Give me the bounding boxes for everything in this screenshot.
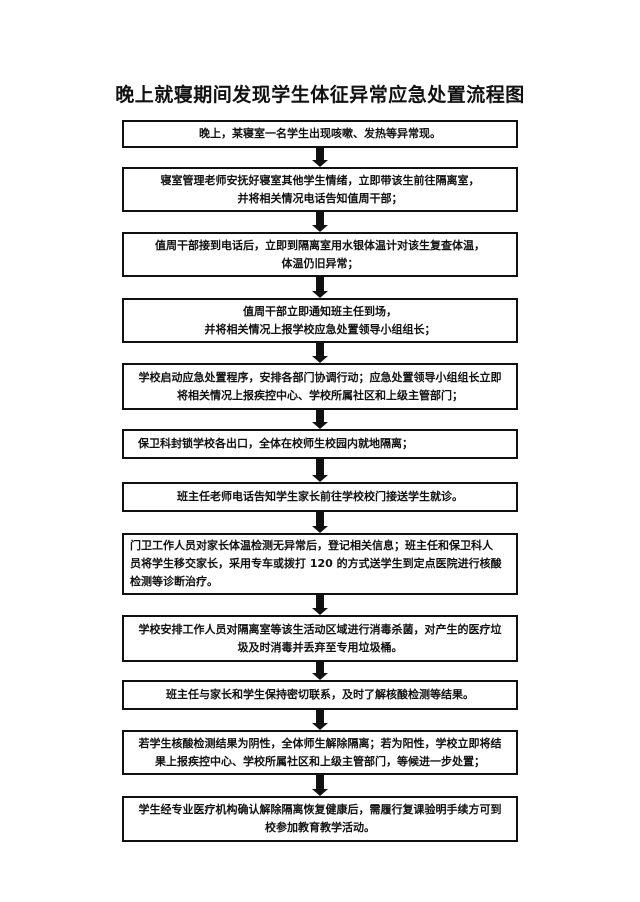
- step-box-7: 班主任老师电话告知学生家长前往学校校门接送学生就诊。: [122, 482, 518, 512]
- step-box-12: 学生经专业医疗机构确认解除隔离恢复健康后，需履行复课验明手续方可到 校参加教育教…: [122, 796, 518, 842]
- step-text-5: 学校启动应急处置程序，安排各部门协调行动；应急处置领导小组组长立即 将相关情况上…: [138, 370, 502, 402]
- flow-arrow-9: [312, 662, 328, 680]
- step-box-5: 学校启动应急处置程序，安排各部门协调行动；应急处置领导小组组长立即 将相关情况上…: [122, 363, 518, 410]
- step-box-8: 门卫工作人员对家长体温检测无异常后，登记相关信息；班主任和保卫科人 员将学生移交…: [122, 533, 518, 595]
- step-text-9: 学校安排工作人员对隔离室等该生活动区域进行消毒杀菌，对产生的医疗垃 圾及时消毒并…: [138, 622, 502, 654]
- flow-arrow-1: [312, 148, 328, 167]
- flow-arrow-7: [312, 512, 328, 533]
- step-text-12: 学生经专业医疗机构确认解除隔离恢复健康后，需履行复课验明手续方可到 校参加教育教…: [138, 803, 502, 834]
- step-text-6: 保卫科封锁学校各出口，全体在校师生校园内就地隔离；: [138, 437, 413, 450]
- step-text-2: 寝室管理老师安抚好寝室其他学生情绪，立即带该生前往隔离室， 并将相关情况电话告知…: [160, 173, 480, 205]
- flow-arrow-10: [312, 710, 328, 730]
- step-box-1: 晚上，某寝室一名学生出现咳嗽、发热等异常现。: [122, 120, 518, 148]
- step-text-7: 班主任老师电话告知学生家长前往学校校门接送学生就诊。: [177, 490, 463, 503]
- step-box-3: 值周干部接到电话后，立即到隔离室用水银体温计对该生复查体温， 体温仍旧异常；: [122, 232, 518, 277]
- flow-arrow-11: [312, 775, 328, 796]
- step-box-10: 班主任与家长和学生保持密切联系，及时了解核酸检测等结果。: [122, 680, 518, 710]
- step-text-10: 班主任与家长和学生保持密切联系，及时了解核酸检测等结果。: [166, 688, 474, 701]
- step-text-3: 值周干部接到电话后，立即到隔离室用水银体温计对该生复查体温， 体温仍旧异常；: [155, 238, 485, 270]
- step-text-8: 门卫工作人员对家长体温检测无异常后，登记相关信息；班主任和保卫科人 员将学生移交…: [130, 539, 502, 588]
- flow-arrow-3: [312, 277, 328, 298]
- flow-arrow-4: [312, 343, 328, 363]
- step-text-4: 值周干部立即通知班主任到场， 并将相关情况上报学校应急处置领导小组组长；: [204, 304, 436, 336]
- step-box-6: 保卫科封锁学校各出口，全体在校师生校园内就地隔离；: [122, 429, 518, 459]
- flow-arrow-2: [312, 212, 328, 232]
- page-title: 晚上就寝期间发现学生体征异常应急处置流程图: [115, 84, 525, 106]
- step-box-11: 若学生核酸检测结果为阴性，全体师生解除隔离；若为阳性，学校立即将结 果上报疾控中…: [122, 730, 518, 775]
- step-box-2: 寝室管理老师安抚好寝室其他学生情绪，立即带该生前往隔离室， 并将相关情况电话告知…: [122, 167, 518, 212]
- flow-arrow-8: [312, 595, 328, 615]
- flow-arrow-5: [312, 410, 328, 429]
- flow-arrow-6: [312, 459, 328, 482]
- step-text-1: 晚上，某寝室一名学生出现咳嗽、发热等异常现。: [199, 127, 441, 140]
- step-box-9: 学校安排工作人员对隔离室等该生活动区域进行消毒杀菌，对产生的医疗垃 圾及时消毒并…: [122, 615, 518, 662]
- step-text-11: 若学生核酸检测结果为阴性，全体师生解除隔离；若为阳性，学校立即将结 果上报疾控中…: [138, 736, 502, 768]
- step-box-4: 值周干部立即通知班主任到场， 并将相关情况上报学校应急处置领导小组组长；: [122, 298, 518, 343]
